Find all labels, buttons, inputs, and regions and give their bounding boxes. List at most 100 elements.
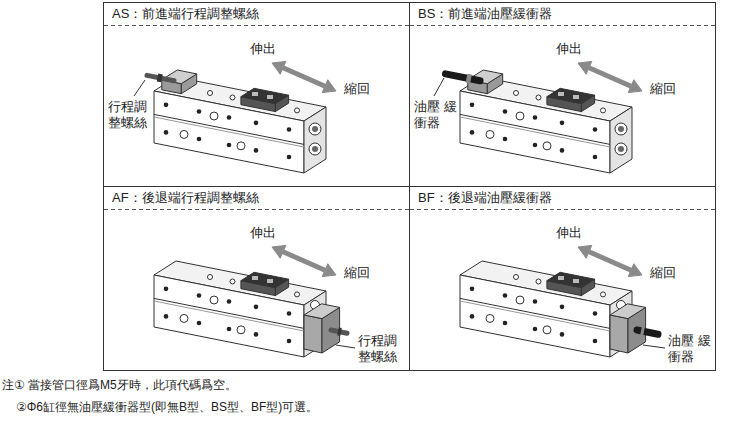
sensor-detail — [252, 276, 258, 280]
mounting-hole — [287, 311, 292, 316]
mounting-hole — [470, 130, 475, 135]
body-front-face — [460, 275, 610, 357]
top-hole — [295, 292, 300, 297]
top-hole — [601, 292, 606, 297]
sensor-block — [547, 88, 595, 103]
port-hole — [237, 326, 245, 334]
port-hole — [486, 130, 494, 138]
mounting-hole — [560, 148, 565, 153]
note-text: ②Φ6缸徑無油壓緩衝器型(即無B型、BS型、BF型)可選。 — [16, 400, 318, 415]
mounting-hole — [593, 339, 598, 344]
top-hole — [536, 95, 541, 100]
leader-line — [134, 80, 145, 96]
body-front-face — [460, 91, 610, 173]
top-hole — [230, 279, 235, 284]
port-hole — [237, 142, 245, 150]
mounting-hole — [593, 127, 598, 132]
motion-label: 伸出 — [250, 41, 276, 57]
motion-arrow-head — [272, 245, 286, 258]
option-heading: BF：後退端油壓緩衝器 — [418, 190, 552, 206]
mounting-hole — [227, 143, 232, 148]
cylinder-illustration — [104, 26, 411, 174]
port-hole — [210, 296, 218, 304]
motion-label: 縮回 — [650, 81, 676, 97]
port-hole — [516, 296, 524, 304]
mounting-hole — [503, 321, 508, 326]
sensor-detail — [267, 95, 273, 99]
sensor-detail — [252, 92, 258, 96]
top-hole — [601, 108, 606, 113]
stopper-block — [304, 304, 340, 319]
header-divider — [104, 25, 411, 26]
body-groove — [154, 117, 304, 147]
mounting-hole — [164, 103, 169, 108]
leader-line — [336, 345, 355, 348]
mounting-hole — [287, 339, 292, 344]
mounting-hole — [254, 305, 259, 310]
top-hole — [230, 95, 235, 100]
stopper-block — [304, 315, 322, 353]
mounting-hole — [470, 314, 475, 319]
option-panel: BS：前進端油壓緩衝器伸出縮回油壓 緩衝器 — [409, 2, 716, 187]
adjust-screw — [147, 75, 174, 80]
motion-arrow-head — [322, 80, 336, 93]
shock-absorber — [637, 330, 658, 334]
part-label: 行程調 整螺絲 — [358, 333, 401, 365]
end-port — [615, 123, 627, 135]
option-panel: AS：前進端行程調整螺絲伸出縮回行程調 整螺絲 — [103, 2, 410, 187]
motion-label: 伸出 — [556, 41, 582, 57]
mounting-hole — [287, 155, 292, 160]
stopper-block — [610, 304, 646, 319]
mounting-hole — [503, 137, 508, 142]
sensor-detail — [558, 276, 564, 280]
top-hole — [295, 108, 300, 113]
sensor-block — [547, 272, 595, 287]
mounting-hole — [470, 287, 475, 292]
leader-line — [434, 78, 444, 96]
sensor-block — [241, 272, 289, 287]
port-hole — [486, 314, 494, 322]
body-groove — [460, 298, 610, 328]
end-port — [309, 123, 321, 135]
motion-arrow-shaft — [283, 68, 325, 86]
part-label: 行程調 整螺絲 — [108, 99, 151, 131]
mounting-hole — [164, 314, 169, 319]
mounting-hole — [197, 109, 202, 114]
body-end-face — [610, 107, 632, 173]
mounting-hole — [164, 287, 169, 292]
body-groove — [154, 301, 304, 331]
mounting-hole — [287, 127, 292, 132]
motion-arrow-head — [578, 61, 592, 74]
body-groove — [154, 114, 304, 144]
motion-label: 縮回 — [650, 265, 676, 281]
port-hole — [543, 326, 551, 334]
body-end-face — [304, 107, 326, 173]
mounting-hole — [533, 143, 538, 148]
mounting-hole — [227, 327, 232, 332]
mounting-hole — [503, 109, 508, 114]
note-text: 注① 當接管口徑爲M5牙時，此項代碼爲空。 — [2, 378, 237, 393]
top-hole — [514, 91, 519, 96]
body-groove — [460, 301, 610, 331]
end-port — [618, 126, 624, 132]
shock-absorber-ring — [641, 326, 644, 336]
cylinder-illustration — [410, 26, 717, 174]
stopper-block — [610, 315, 628, 353]
sensor-detail — [558, 92, 564, 96]
leader-line — [643, 345, 665, 348]
mounting-hole — [560, 332, 565, 337]
port-hole — [210, 112, 218, 120]
motion-label: 伸出 — [556, 225, 582, 241]
end-port — [618, 146, 624, 152]
body-groove — [154, 298, 304, 328]
option-heading: AF：後退端行程調整螺絲 — [112, 190, 259, 206]
motion-arrow-head — [272, 61, 286, 74]
header-divider — [410, 209, 717, 210]
mounting-hole — [254, 148, 259, 153]
sensor-block — [241, 88, 289, 103]
part-label: 油壓 緩衝器 — [668, 333, 711, 365]
mounting-hole — [197, 321, 202, 326]
mounting-hole — [197, 137, 202, 142]
mounting-hole — [503, 293, 508, 298]
sensor-detail — [573, 279, 579, 283]
